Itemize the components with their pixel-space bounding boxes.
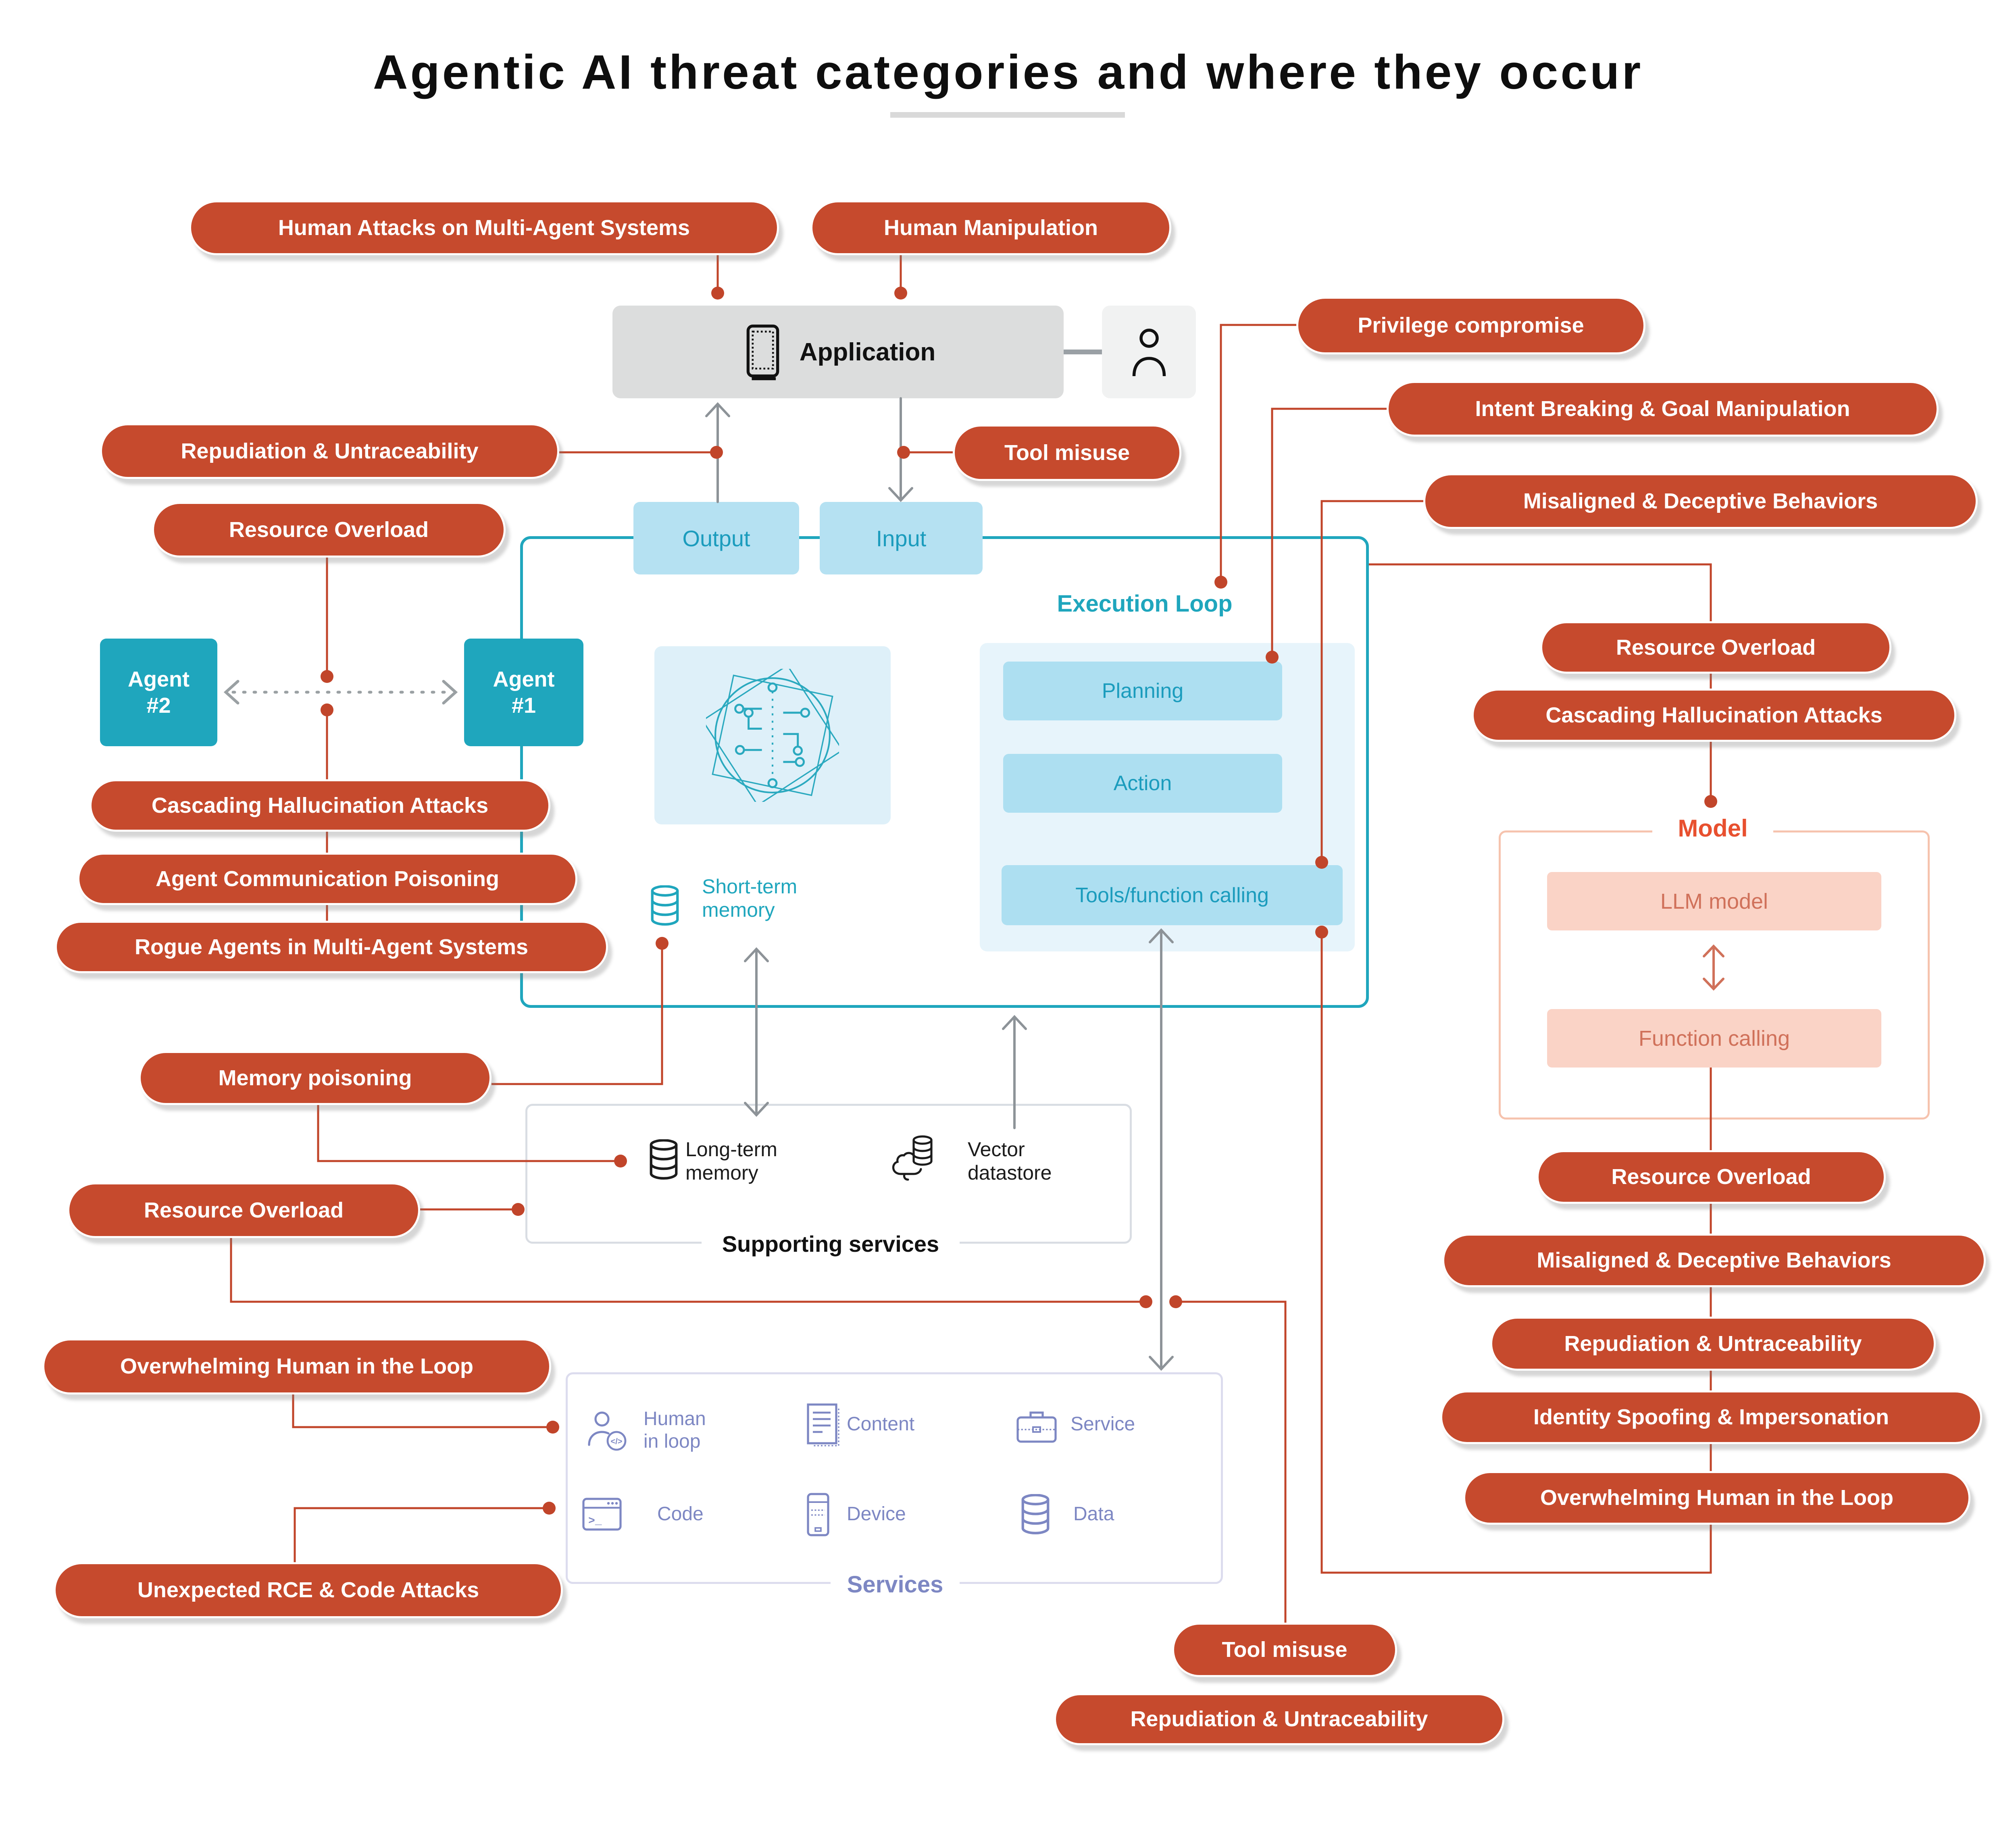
agent-1-label: Agent	[493, 667, 555, 691]
pill-tool-misuse-bottom: Tool misuse	[1172, 1623, 1397, 1677]
output-box: Output	[633, 502, 799, 574]
device-icon	[807, 1493, 829, 1536]
service-label: Service	[1070, 1413, 1135, 1435]
svg-text:>_: >_	[588, 1515, 602, 1527]
pill-cascading-hallucination-attacks-left: Cascading Hallucination Attacks	[90, 779, 550, 832]
application-label: Application	[799, 338, 936, 366]
device-label: Device	[847, 1503, 906, 1525]
pill-misaligned-deceptive-behaviors-bottom: Misaligned & Deceptive Behaviors	[1442, 1234, 1986, 1287]
agent-1-number: #1	[511, 693, 536, 718]
content-icon	[807, 1403, 839, 1446]
pill-privilege-compromise: Privilege compromise	[1296, 297, 1645, 354]
page-title: Agentic AI threat categories and where t…	[373, 45, 1643, 99]
input-label: Input	[876, 525, 927, 551]
agent-2-label: Agent	[128, 667, 190, 691]
vector-datastore-label: Vector datastore	[968, 1138, 1052, 1184]
input-box: Input	[820, 502, 983, 574]
code-label: Code	[657, 1503, 704, 1525]
short-term-memory-label: Short-term memory	[702, 875, 798, 921]
vector-datastore-icon	[892, 1135, 933, 1181]
pill-identity-spoofing-impersonation: Identity Spoofing & Impersonation	[1440, 1390, 1982, 1444]
title-underline	[890, 112, 1125, 118]
data-icon	[1021, 1494, 1050, 1534]
pill-overwhelming-human-in-the-loop-right: Overwhelming Human in the Loop	[1463, 1471, 1970, 1525]
action-box: Action	[1003, 754, 1282, 813]
pill-repudiation-untraceability-right: Repudiation & Untraceability	[1490, 1317, 1936, 1371]
execution-loop-label: Execution Loop	[1057, 590, 1233, 617]
pill-resource-overload-right-top: Resource Overload	[1540, 621, 1891, 674]
user-box	[1102, 306, 1196, 398]
agent-communication-arrow	[223, 680, 458, 705]
llm-model-box: LLM model	[1547, 872, 1881, 930]
agent-2-box: Agent#2	[100, 639, 217, 746]
pill-resource-overload-left-top: Resource Overload	[152, 502, 506, 558]
user-icon	[1132, 329, 1166, 377]
pill-unexpected-rce-code-attacks: Unexpected RCE & Code Attacks	[54, 1562, 563, 1618]
human-in-loop-icon: </>	[588, 1411, 627, 1451]
supporting-services-label: Supporting services	[702, 1230, 960, 1258]
services-box	[566, 1372, 1223, 1584]
pill-misaligned-deceptive-behaviors-top: Misaligned & Deceptive Behaviors	[1423, 473, 1978, 529]
function-calling-box: Function calling	[1547, 1009, 1881, 1068]
tools-function-calling-box: Tools/function calling	[1002, 865, 1343, 925]
pill-overwhelming-human-in-the-loop-left: Overwhelming Human in the Loop	[42, 1338, 551, 1394]
pill-cascading-hallucination-attacks-right: Cascading Hallucination Attacks	[1472, 689, 1956, 742]
pill-human-attacks-on-multi-agent-systems: Human Attacks on Multi-Agent Systems	[189, 200, 779, 255]
pill-resource-overload-right-bottom: Resource Overload	[1537, 1150, 1886, 1204]
agent-brain-icon	[706, 669, 839, 802]
agent-2-number: #2	[146, 693, 171, 718]
pill-repudiation-untraceability-bottom: Repudiation & Untraceability	[1054, 1693, 1504, 1745]
short-term-memory-icon	[651, 885, 679, 926]
model-label: Model	[1652, 814, 1773, 842]
human-in-loop-label: Human in loop	[644, 1408, 706, 1452]
pill-repudiation-untraceability-left: Repudiation & Untraceability	[100, 423, 559, 479]
pill-resource-overload-left-mid: Resource Overload	[67, 1182, 420, 1238]
application-box: Application	[612, 306, 1064, 398]
pill-intent-breaking-goal-manipulation: Intent Breaking & Goal Manipulation	[1387, 381, 1939, 437]
long-term-memory-icon	[650, 1139, 678, 1180]
services-label: Services	[831, 1570, 960, 1598]
data-label: Data	[1073, 1503, 1114, 1525]
content-label: Content	[847, 1413, 915, 1435]
planning-box: Planning	[1003, 662, 1282, 720]
pill-agent-communication-poisoning: Agent Communication Poisoning	[77, 853, 577, 905]
pill-rogue-agents-multi-agent-systems: Rogue Agents in Multi-Agent Systems	[55, 921, 608, 973]
code-icon: >_	[582, 1498, 622, 1531]
pill-tool-misuse-top: Tool misuse	[953, 425, 1181, 481]
pill-memory-poisoning: Memory poisoning	[139, 1051, 492, 1105]
svg-text:</>: </>	[611, 1437, 623, 1446]
long-term-memory-label: Long-term memory	[685, 1138, 777, 1184]
pill-human-manipulation: Human Manipulation	[810, 200, 1171, 255]
service-icon	[1016, 1411, 1057, 1443]
output-label: Output	[682, 525, 750, 551]
application-icon	[746, 325, 779, 381]
agent-brain-box	[654, 646, 891, 824]
agent-1-box: Agent#1	[464, 639, 583, 746]
